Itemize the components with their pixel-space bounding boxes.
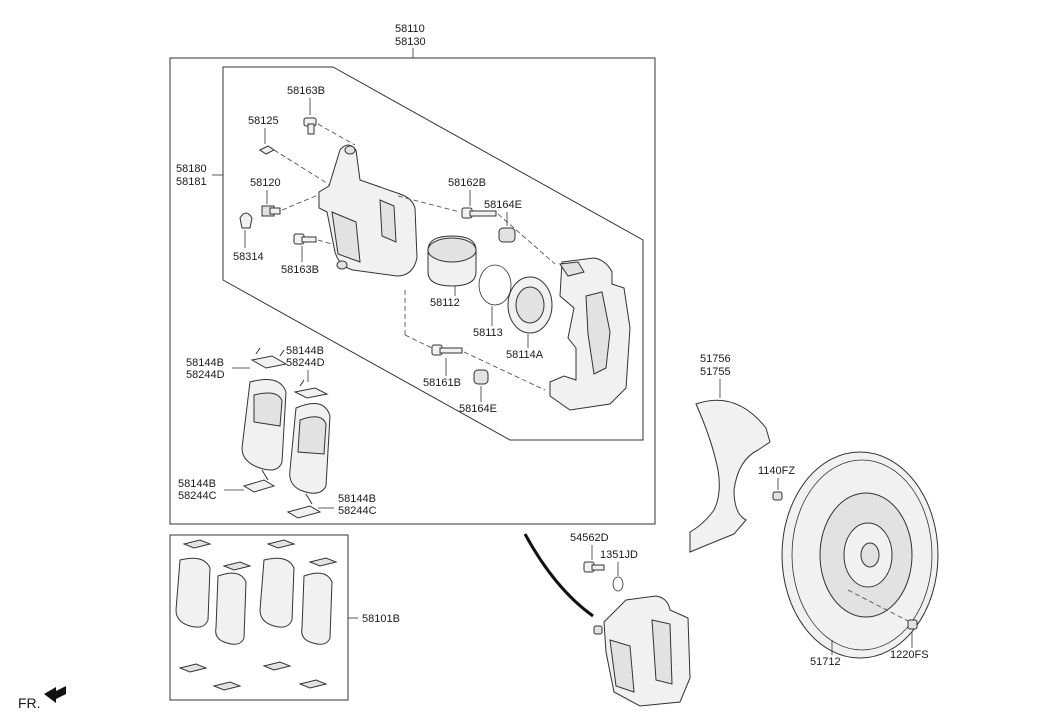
- label-shield: 51756: [700, 353, 731, 365]
- guide-pin-lower: [431, 344, 463, 356]
- bleeder-screw: [261, 205, 281, 217]
- label-guide-pin-upper: 58162B: [448, 177, 486, 189]
- label-bleeder: 58120: [250, 177, 281, 189]
- pad-clip-bottom-right: [286, 493, 322, 519]
- label-washer: 1351JD: [600, 549, 638, 561]
- bolt-top: [303, 117, 317, 135]
- bolt-bottom: [293, 233, 317, 245]
- label-pad-kit: 58101B: [362, 613, 400, 625]
- label-shield-screw: 1140FZ: [758, 465, 795, 477]
- label-caliper-assy: 58110: [395, 23, 425, 35]
- cap-58314: [239, 212, 253, 229]
- label-front: FR.: [18, 695, 41, 711]
- pad-clip-top-left: [250, 347, 288, 369]
- label-bolt-bottom: 58163B: [281, 264, 319, 276]
- washer: [612, 576, 624, 592]
- disc-screw: [907, 619, 918, 630]
- label-guide-pin-lower: 58161B: [423, 377, 461, 389]
- shield-screw: [772, 491, 783, 501]
- label-dust-boot: 58114A: [506, 349, 544, 361]
- label-pad-clip-tl: 58144B: [186, 357, 224, 369]
- caliper-body: [318, 144, 418, 277]
- label-pad-clip-tr-alt: 58244D: [286, 357, 325, 369]
- guide-pin-upper: [461, 207, 497, 219]
- brake-pad-inner: [241, 379, 287, 471]
- label-disc-screw: 1220FS: [890, 649, 929, 661]
- caliper-bracket: [549, 257, 631, 411]
- piston: [427, 235, 477, 287]
- pad-clip-top-right: [293, 379, 329, 399]
- clip-58125: [259, 145, 275, 155]
- pad-kit-pads: [175, 539, 338, 691]
- label-caliper-body-alt: 58181: [176, 176, 207, 188]
- label-clip: 58125: [248, 115, 279, 127]
- dust-boot: [507, 276, 553, 334]
- label-pad-clip-br: 58144B: [338, 493, 376, 505]
- label-cap: 58314: [233, 251, 264, 263]
- assembled-caliper: [593, 595, 691, 707]
- label-pad-clip-br-alt: 58244C: [338, 505, 377, 517]
- pad-clip-bottom-left: [242, 469, 276, 493]
- pad-kit-frame: [169, 534, 349, 701]
- label-pad-clip-tl-alt: 58244D: [186, 369, 225, 381]
- label-caliper-assy-alt: 58130: [395, 36, 426, 48]
- caliper-body-frame: [222, 66, 644, 441]
- label-boot-upper: 58164E: [484, 199, 522, 211]
- label-piston-seal: 58113: [473, 327, 503, 339]
- label-shield-alt: 51755: [700, 366, 731, 378]
- label-caliper-body: 58180: [176, 163, 207, 175]
- caliper-assembly-frame: [169, 57, 656, 525]
- hose-bolt: [583, 561, 605, 573]
- assembly-arrow: [523, 533, 594, 618]
- label-disc: 51712: [810, 656, 841, 668]
- brake-disc: [781, 451, 939, 659]
- label-bolt-top: 58163B: [287, 85, 325, 97]
- label-pad-clip-tr: 58144B: [286, 345, 324, 357]
- boot-upper: [498, 227, 516, 243]
- label-pad-clip-bl: 58144B: [178, 478, 216, 490]
- label-piston: 58112: [430, 297, 460, 309]
- dust-shield: [689, 399, 771, 553]
- label-hose-bolt: 54562D: [570, 532, 609, 544]
- front-arrow-icon: [44, 686, 66, 703]
- label-boot-lower: 58164E: [459, 403, 497, 415]
- label-pad-clip-bl-alt: 58244C: [178, 490, 217, 502]
- piston-seal: [478, 264, 512, 306]
- brake-pad-outer: [289, 403, 331, 494]
- boot-lower: [473, 369, 489, 385]
